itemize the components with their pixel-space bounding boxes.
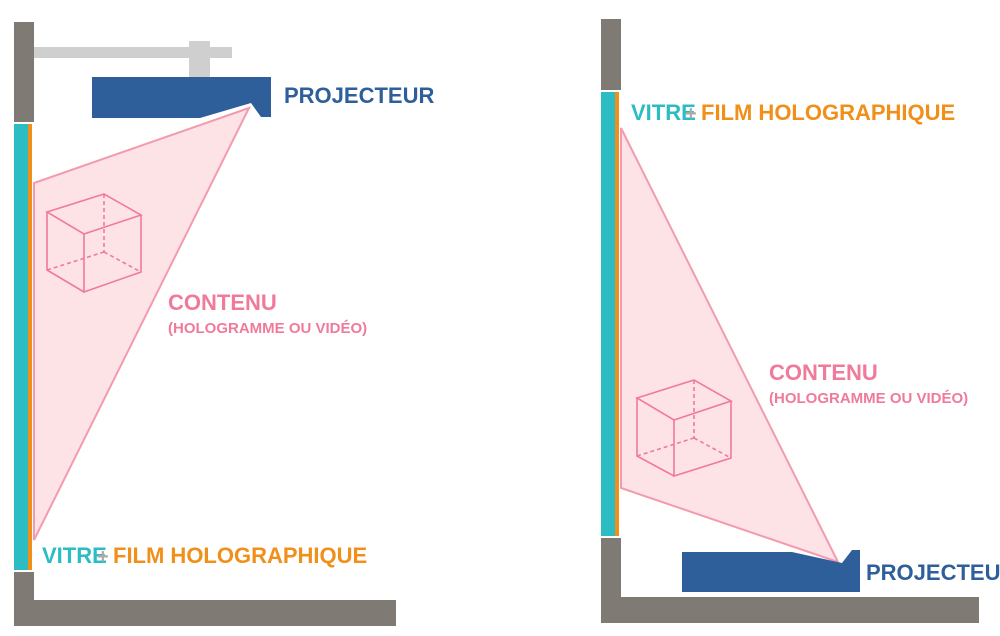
holographic-film-left (28, 124, 32, 570)
glass-label: VITRE (42, 543, 107, 568)
projection-beam-right (620, 127, 840, 564)
projection-beam-left (33, 106, 251, 541)
glass-pane-right (601, 92, 615, 536)
cube-hologram-icon (635, 379, 733, 478)
floor-left (14, 600, 396, 626)
diagram-right: VITRE + FILM HOLOGRAPHIQUE CONTENU (HOLO… (601, 19, 1000, 623)
projector-icon (92, 77, 271, 118)
plus-sign: + (685, 103, 697, 125)
holographic-film-right (615, 92, 619, 536)
content-sublabel: (HOLOGRAMME OU VIDÉO) (769, 390, 968, 407)
plus-sign: + (97, 546, 109, 568)
glass-pane-left (14, 124, 28, 570)
content-label: CONTENU (168, 290, 277, 315)
cube-hologram-icon (45, 193, 143, 294)
projector-label: PROJECTEUR (284, 83, 434, 108)
content-label: CONTENU (769, 360, 878, 385)
projector-label: PROJECTEUR (866, 560, 1000, 585)
ceiling-mount-post-left (189, 41, 210, 79)
film-label: FILM HOLOGRAPHIQUE (701, 100, 955, 125)
floor-right (601, 597, 979, 623)
film-label: FILM HOLOGRAPHIQUE (113, 543, 367, 568)
ceiling-mount-arm-left (34, 47, 232, 58)
diagram-left: PROJECTEUR CONTENU (HOLOGRAMME OU VIDÉO)… (14, 22, 434, 626)
content-sublabel: (HOLOGRAMME OU VIDÉO) (168, 320, 367, 337)
glass-label: VITRE (631, 100, 696, 125)
projector-icon (682, 550, 860, 592)
